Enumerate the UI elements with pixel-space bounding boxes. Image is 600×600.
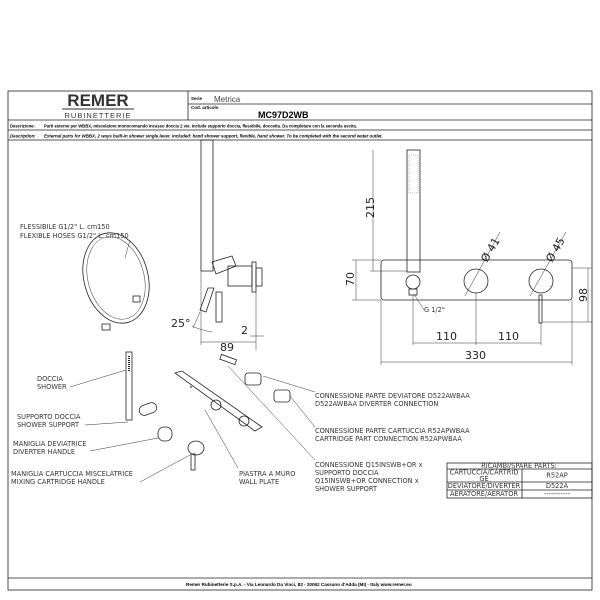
dimension-330: 330: [465, 349, 486, 362]
sheet-frame: [7, 90, 593, 591]
code-value: MC97D2WB: [258, 110, 309, 120]
footer-address: Remer Rubinetterie S.p.A. - Via Leonardo…: [186, 582, 412, 587]
spare-parts-title: RICAMBI/SPARE PARTS:: [481, 462, 557, 470]
description-text: External parts for WBBX, 2 ways built-in…: [44, 134, 383, 139]
dimension-110-b: 110: [498, 330, 519, 343]
plate-label-en: WALL PLATE: [239, 478, 279, 486]
descrizione-label: Descrizione:: [10, 124, 35, 129]
support-label-en: SHOWER SUPPORT: [17, 421, 80, 429]
dimension-70: 70: [344, 272, 357, 286]
mixing-label-en: MIXING CARTRIDGE HANDLE: [11, 478, 105, 486]
flexible-hose-drawing: [82, 232, 150, 331]
hose-label-en: FLEXIBLE HOSES G1/2" L. cm150: [20, 232, 129, 240]
spare-part-name: CARTUCCIA/CARTRID: [450, 469, 519, 477]
spare-part-name-cont: GE: [479, 475, 488, 483]
descrizione-text: Parti esterne per WBBX, miscelatore mono…: [44, 124, 357, 129]
spare-parts-table: [446, 462, 593, 499]
spare-part-name: DEVIATORE/DIVERTER: [448, 482, 521, 490]
shower-label-it: DOCCIA: [37, 375, 63, 383]
conn-support-label-3: Q15INSWB+OR CONNECTION x: [315, 477, 419, 485]
conn-diverter-label-en: D522AWBAA DIVERTER CONNECTION: [315, 400, 438, 408]
brand-logo: REMER: [67, 91, 128, 110]
support-label-it: SUPPORTO DOCCIA: [17, 413, 81, 421]
conn-support-label-1: CONNESSIONE Q15INSWB+OR x: [315, 461, 423, 469]
serie-label: Serie: [191, 96, 203, 101]
spare-part-code: D522A: [546, 482, 569, 490]
spare-part-code: R52AP: [546, 472, 567, 480]
dimension-angle: 25°: [171, 317, 191, 330]
mixing-label-it: MANIGLIA CARTUCCIA MISCELATRICE: [11, 470, 133, 478]
hose-label-it: FLESSIBILE G1/2" L. cm150: [20, 223, 110, 231]
conn-cartridge-label-en: CARTRIDGE PART CONNECTION R52APWBAA: [315, 435, 462, 443]
exploded-view-drawing: [125, 351, 291, 471]
conn-support-label-4: SHOWER SUPPORT: [315, 485, 378, 493]
code-label: Cod. articolo: [191, 105, 219, 110]
diverter-label-en: DIVERTER HANDLE: [13, 448, 75, 456]
conn-support-label-2: SUPPORTO DOCCIA: [315, 469, 379, 477]
description-label: Description:: [10, 134, 36, 139]
hose-leader-line: [124, 239, 131, 259]
dimension-98: 98: [577, 288, 590, 302]
brand-subtitle: RUBINETTERIE: [64, 111, 131, 120]
dimension-215: 215: [364, 197, 377, 218]
spare-part-code: -----------: [544, 490, 571, 498]
serie-value: Metrica: [214, 95, 241, 104]
exploded-leader-lines: [69, 365, 316, 483]
plate-label-it: PIASTRA A MURO: [239, 470, 295, 478]
dimension-2: 2: [241, 324, 248, 337]
diverter-label-it: MANIGLIA DEVIATRICE: [13, 440, 86, 448]
dimension-89: 89: [220, 341, 234, 354]
front-view-drawing: [352, 149, 592, 365]
dimension-110-a: 110: [436, 330, 457, 343]
conn-cartridge-label-it: CONNESSIONE PARTE CARTUCCIA R52APWBAA: [315, 427, 470, 435]
conn-diverter-label-it: CONNESSIONE PARTE DEVIATORE D522AWBAA: [315, 392, 470, 400]
shower-label-en: SHOWER: [37, 383, 67, 391]
side-view-drawing: [191, 139, 264, 350]
dimension-g12: G 1/2": [424, 306, 445, 314]
spare-part-name: AERATORE/AERATOR: [450, 490, 518, 498]
